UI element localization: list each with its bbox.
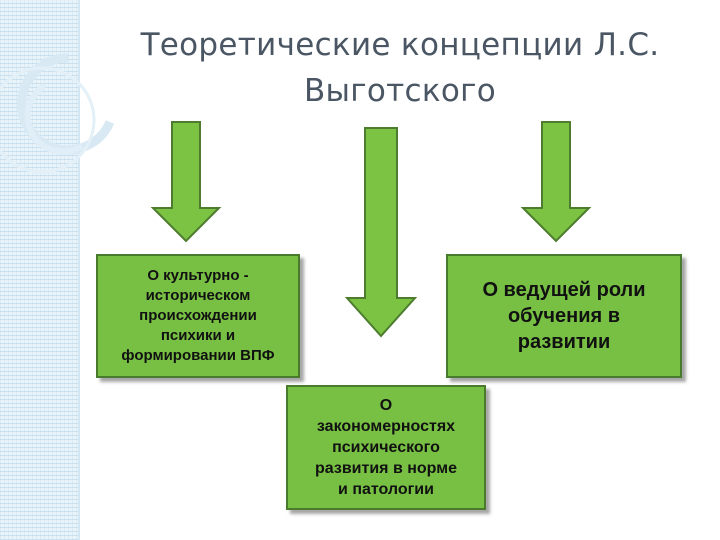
box-line: формировании ВПФ [121,347,275,364]
box-line: историческом [145,287,251,304]
box-line: психического [332,439,440,456]
box-line: закономерностях [316,418,456,435]
box-line: О [379,397,393,414]
title-line-1: Теоретические концепции Л.С. [140,27,660,63]
arrow-down-center [345,127,417,338]
box-text: О культурно - историческом происхождении… [121,266,274,366]
box-line: психики и [160,327,236,344]
concept-box-learning-role: О ведущей роли обучения в развитии [446,254,682,378]
box-line: развития в норме [315,460,457,477]
concept-box-development-patterns: О закономерностях психического развития … [286,385,486,510]
box-line: развитии [517,331,611,353]
box-line: обучения в [507,305,621,327]
decorative-circles-icon [0,53,115,174]
arrow-down-right [520,121,592,243]
strip-edge-line [78,0,80,540]
box-line: О культурно - [147,267,249,284]
box-text: О ведущей роли обучения в развитии [482,277,645,355]
concept-box-cultural-historical: О культурно - историческом происхождении… [96,254,300,378]
box-line: О ведущей роли [482,279,646,301]
slide-title: Теоретические концепции Л.С. Выготского [120,22,680,114]
box-text: О закономерностях психического развития … [315,395,457,500]
title-line-2: Выготского [303,73,497,109]
box-line: происхождении [139,307,257,324]
box-line: и патологии [338,481,434,498]
arrow-down-left [150,121,222,243]
